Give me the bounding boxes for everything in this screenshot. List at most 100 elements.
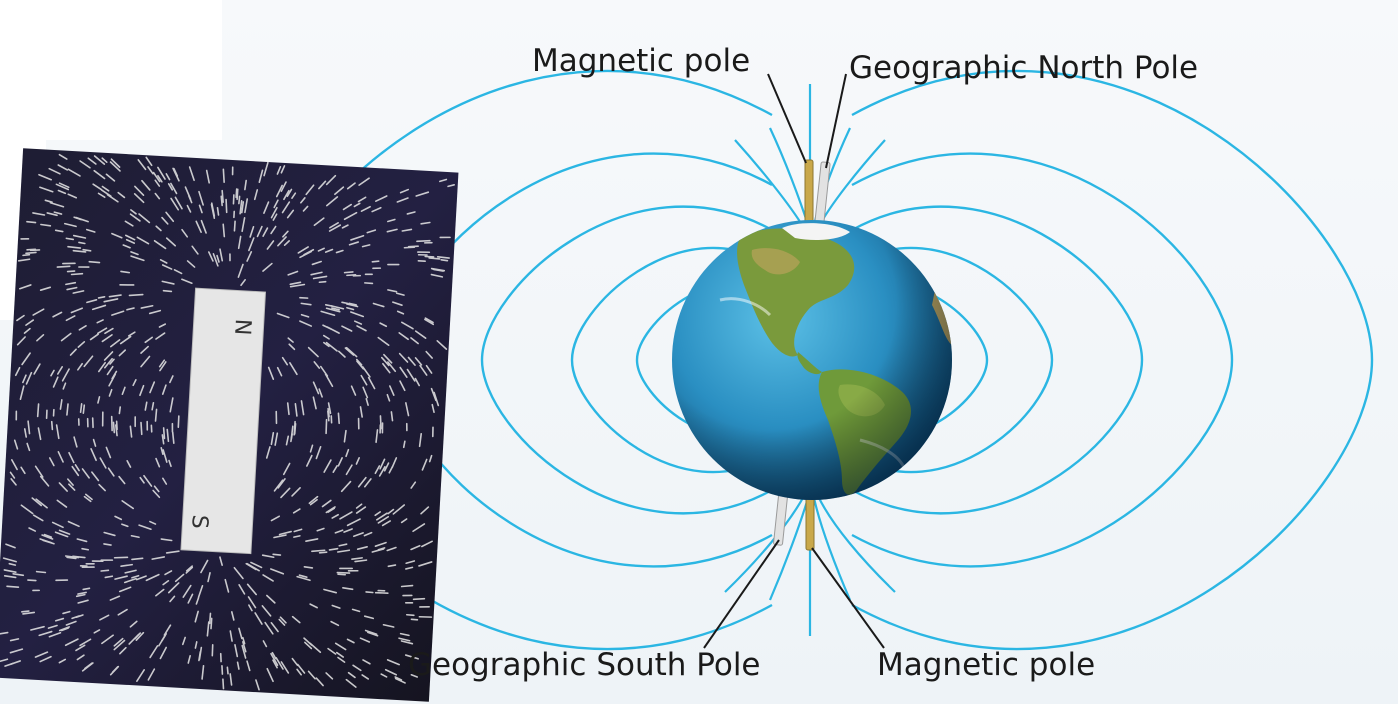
iron-filing	[65, 620, 77, 626]
iron-filing	[286, 402, 290, 416]
iron-filing	[22, 611, 36, 615]
iron-filing	[105, 173, 116, 182]
north-pole-letter: N	[229, 318, 255, 336]
iron-filing	[152, 171, 161, 183]
iron-filing	[23, 327, 31, 334]
iron-filing	[396, 310, 405, 315]
iron-filing	[161, 633, 167, 642]
iron-filing	[351, 608, 361, 613]
iron-filing	[421, 458, 428, 471]
iron-filing	[262, 574, 274, 582]
iron-filing	[240, 278, 246, 287]
iron-filing	[288, 343, 296, 351]
iron-filing	[132, 379, 137, 387]
iron-filing	[208, 251, 214, 262]
iron-filing	[273, 199, 279, 209]
iron-filing	[92, 183, 103, 191]
iron-filing	[135, 631, 145, 641]
iron-filing	[346, 274, 357, 277]
iron-filing	[386, 546, 397, 552]
iron-filing	[198, 190, 204, 206]
iron-filing	[5, 543, 16, 549]
iron-filing	[410, 618, 419, 621]
iron-filing	[406, 368, 416, 382]
iron-filing	[420, 506, 430, 515]
iron-filing	[140, 304, 154, 309]
iron-filing	[101, 411, 104, 427]
iron-filing	[161, 216, 169, 225]
iron-filing	[48, 167, 61, 175]
iron-filing	[41, 534, 54, 540]
iron-filing	[20, 504, 34, 515]
iron-filing	[289, 283, 306, 288]
iron-filing	[161, 264, 173, 270]
iron-filing	[381, 520, 392, 527]
iron-filing	[280, 661, 290, 674]
iron-filing	[134, 632, 142, 640]
iron-filing	[133, 192, 145, 204]
iron-filing	[277, 478, 286, 489]
iron-filing	[330, 620, 340, 627]
iron-filing	[331, 604, 341, 609]
iron-filing	[113, 637, 124, 647]
iron-filing	[289, 281, 302, 286]
iron-filing	[306, 454, 313, 467]
iron-filing	[318, 388, 323, 398]
iron-filing	[371, 260, 380, 263]
iron-filing	[274, 432, 279, 446]
iron-filing	[78, 266, 90, 268]
iron-filing	[162, 289, 173, 293]
iron-filing	[332, 465, 338, 474]
iron-filing	[351, 557, 363, 560]
iron-filing	[171, 431, 175, 444]
iron-filing	[113, 639, 126, 651]
iron-filing	[233, 220, 236, 232]
iron-filing	[153, 485, 160, 493]
iron-filing	[386, 393, 391, 402]
iron-filing	[246, 660, 251, 672]
iron-filing	[168, 459, 172, 468]
iron-filing	[104, 327, 114, 335]
iron-filing	[98, 483, 106, 492]
iron-filing	[348, 241, 360, 246]
iron-filing	[125, 234, 136, 241]
iron-filing	[165, 550, 180, 554]
iron-filing	[194, 641, 198, 649]
iron-filing	[3, 569, 17, 573]
iron-filing	[410, 544, 421, 551]
iron-filing	[383, 462, 390, 472]
label-magnetic-pole-bottom: Magnetic pole	[877, 647, 1096, 683]
iron-filing	[107, 467, 115, 477]
earth-globe	[672, 220, 952, 500]
iron-filing	[323, 341, 330, 348]
iron-filing	[145, 156, 153, 167]
iron-filing	[58, 182, 70, 189]
iron-filing	[174, 573, 185, 583]
iron-filing	[343, 271, 354, 274]
iron-filing	[67, 520, 80, 528]
iron-filing	[162, 449, 168, 463]
iron-filing	[302, 205, 309, 212]
iron-filing	[159, 361, 167, 372]
iron-filing	[3, 575, 17, 579]
iron-filing	[155, 225, 162, 232]
iron-filing	[414, 330, 427, 339]
iron-filing	[352, 532, 364, 538]
iron-filing	[138, 524, 152, 531]
iron-filing	[127, 331, 136, 337]
iron-filing	[58, 529, 71, 535]
iron-filing	[160, 538, 173, 542]
iron-filing	[81, 566, 95, 568]
field-line-right-4	[851, 246, 1054, 474]
leader-magnetic-pole-bottom	[811, 547, 885, 649]
iron-filing	[126, 459, 132, 468]
iron-filing	[296, 575, 311, 582]
iron-filing	[49, 201, 65, 208]
iron-filing	[281, 356, 289, 366]
iron-filing	[198, 651, 202, 662]
iron-filing	[36, 403, 40, 418]
iron-filing	[79, 160, 91, 169]
iron-filing	[129, 213, 141, 222]
iron-filing	[147, 166, 154, 175]
iron-filing	[296, 663, 306, 674]
